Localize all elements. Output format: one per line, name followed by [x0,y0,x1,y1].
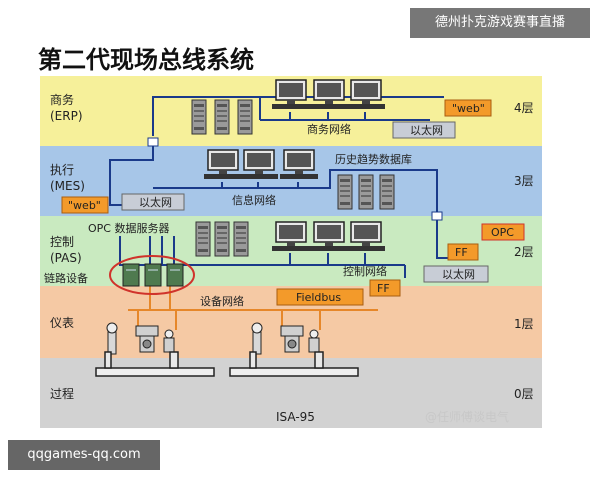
erp-business-network-line [152,96,444,136]
tag-ethernet-top-label: 以太网 [410,124,443,137]
mes-info-network-line [153,169,438,213]
tag-ethernet-mes-label: 以太网 [139,196,172,209]
label-device-network: 设备网络 [200,294,244,308]
mes-workstations [203,149,319,180]
control-workstations [271,221,386,252]
label-link-device: 链路设备 [44,271,88,285]
link-devices [122,263,184,287]
site-badge: qqgames-qq.com [8,440,160,470]
watermark: @任师傅谈电气 [425,410,510,424]
link-device-highlight [109,255,195,295]
tag-ethernet-control-label: 以太网 [442,268,475,281]
label-info-network: 信息网络 [232,193,276,207]
label-business-network: 商务网络 [307,122,351,136]
tag-web-mes [61,196,109,214]
tag-ff-field-label: FF [377,282,390,295]
tag-web-mes-label: "web" [68,199,101,212]
tier-1: 1层 [514,317,534,331]
label-history-db: 历史趋势数据库 [335,152,412,166]
tier-4: 4层 [514,101,534,115]
opc-server-rack [195,221,249,257]
label-opc-server: OPC 数据服务器 [88,221,169,235]
erp-server-rack [191,99,253,135]
standard-label: ISA-95 [276,410,315,424]
level-sub-mes: (MES) [50,179,85,193]
tag-ethernet-top [392,121,456,139]
level-name-pas: 控制 [50,235,74,249]
tag-web-top-label: "web" [452,102,485,115]
tag-web-top [444,99,492,117]
tag-opc [481,223,525,241]
level-name-instrument: 仪表 [50,316,74,330]
tag-ethernet-mes [121,193,185,211]
diagram-title: 第二代现场总线系统 [38,46,254,74]
level-name-erp: 商务 [50,92,74,107]
tag-opc-label: OPC [491,226,514,239]
erp-bus-connector [147,137,159,147]
tier-3: 3层 [514,174,534,188]
tag-ethernet-control [423,265,489,283]
level-name-mes: 执行 [50,163,74,177]
tag-ff-field [369,279,401,297]
level-sub-pas: (PAS) [50,251,82,265]
mes-bus-connector [431,211,443,221]
tag-ff-control [447,243,479,261]
top-badge: 德州扑克游戏赛事直播 [410,8,590,38]
tag-fieldbus [276,288,364,306]
control-network-line [119,236,405,266]
label-control-network: 控制网络 [343,264,387,278]
history-db-servers [337,174,395,210]
erp-workstations [271,79,386,110]
tag-ff-control-label: FF [455,246,468,259]
tier-2: 2层 [514,245,534,259]
process-pipes [95,367,359,377]
tier-0: 0层 [514,387,534,401]
level-sub-erp: (ERP) [50,109,83,123]
tag-fieldbus-label: Fieldbus [296,291,341,304]
level-name-process: 过程 [50,386,74,401]
